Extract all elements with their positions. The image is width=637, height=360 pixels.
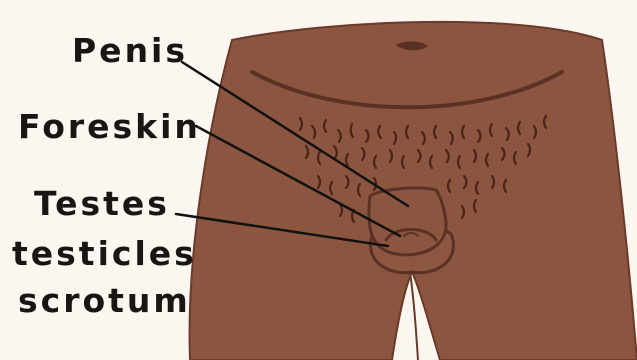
label-testicles: testicles — [12, 237, 197, 270]
label-scrotum: scrotum — [18, 284, 191, 317]
label-penis: Penis — [72, 34, 188, 67]
label-testes: Testes — [34, 187, 170, 220]
label-foreskin: Foreskin — [18, 110, 201, 143]
